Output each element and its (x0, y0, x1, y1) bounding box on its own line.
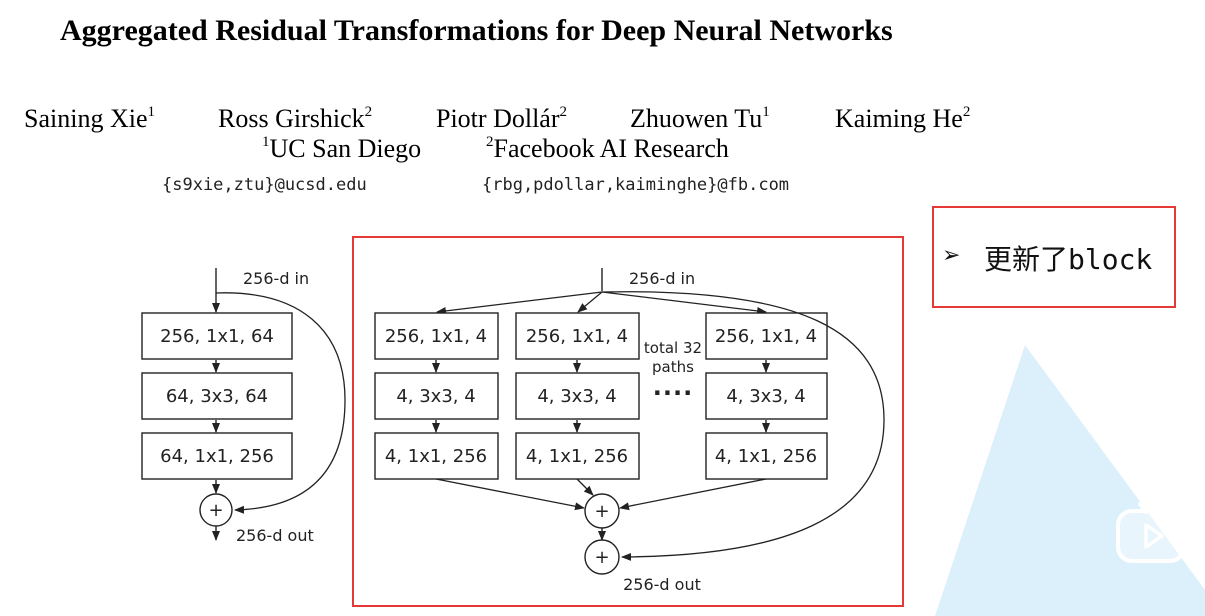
merge-arrow (619, 478, 767, 511)
resnext-shortcut-connection (601, 291, 885, 561)
paper-title: Aggregated Residual Transformations for … (60, 14, 893, 47)
resnext-add-symbol: + (594, 547, 609, 568)
path-32-layer-2-label: 4, 3x3, 4 (726, 386, 805, 407)
resnet-output-label: 256-d out (236, 526, 314, 545)
resnext-output-label: 256-d out (623, 575, 701, 594)
resnet-add-symbol: + (208, 500, 223, 521)
path-1-layer-2-label: 4, 3x3, 4 (396, 386, 475, 407)
resnet-layer-1-label: 256, 1x1, 64 (160, 326, 274, 347)
resnext-add-node (584, 539, 620, 575)
split-arrow (601, 291, 767, 315)
affiliation-ucsd: 1UC San Diego (262, 134, 422, 163)
path-32-layer-3-label: 4, 1x1, 256 (715, 446, 817, 467)
author-he: Kaiming He2 (835, 104, 971, 133)
resnet-layer-box (141, 312, 293, 360)
paths-count-note: total 32 (644, 339, 702, 357)
resnext-path-32-box (705, 372, 828, 420)
split-arrow (577, 291, 603, 313)
author-xie: Saining Xie1 (24, 104, 155, 133)
affiliation-fair: 2Facebook AI Research (486, 134, 729, 163)
highlight-box (352, 236, 904, 607)
annotation-text: 更新了block (984, 243, 1153, 276)
author-tu: Zhuowen Tu1 (630, 104, 770, 133)
resnext-input-label: 256-d in (629, 269, 695, 288)
path-1-layer-3-label: 4, 1x1, 256 (385, 446, 487, 467)
path-2-layer-1-label: 256, 1x1, 4 (526, 326, 628, 347)
resnext-path-1-box (374, 372, 499, 420)
resnet-shortcut-connection (215, 292, 346, 514)
resnet-layer-box (141, 432, 293, 480)
email-ucsd: {s9xie,ztu}@ucsd.edu (162, 175, 367, 195)
resnet-layer-2-label: 64, 3x3, 64 (166, 386, 268, 407)
resnet-block: 256-d in 256, 1x1, 64 64, 3x3, 64 64, 1x… (141, 268, 346, 545)
resnext-path-32-box (705, 312, 828, 360)
paths-ellipsis: ···· (653, 379, 693, 407)
resnet-layer-3-label: 64, 1x1, 256 (160, 446, 274, 467)
path-2-layer-2-label: 4, 3x3, 4 (537, 386, 616, 407)
play-icon[interactable] (1114, 498, 1190, 566)
resnext-path-2-box (515, 432, 640, 480)
resnext-path-2-box (515, 312, 640, 360)
author-dollar: Piotr Dollár2 (436, 104, 567, 133)
resnet-input-label: 256-d in (243, 269, 309, 288)
author-girshick: Ross Girshick2 (218, 104, 373, 133)
resnext-path-1-box (374, 312, 499, 360)
path-32-layer-1-label: 256, 1x1, 4 (715, 326, 817, 347)
split-arrow (436, 291, 603, 315)
arrow-bullet-icon: ➢ (942, 243, 961, 268)
merge-arrow (576, 478, 594, 496)
path-1-layer-1-label: 256, 1x1, 4 (385, 326, 487, 347)
resnext-path-2-box (515, 372, 640, 420)
path-2-layer-3-label: 4, 1x1, 256 (526, 446, 628, 467)
merge-arrow (435, 478, 585, 511)
resnext-path-1-box (374, 432, 499, 480)
resnext-aggregate-symbol: + (594, 501, 609, 522)
resnext-path-32-box (705, 432, 828, 480)
paths-count-note-2: paths (652, 358, 694, 376)
resnet-layer-box (141, 372, 293, 420)
email-fb: {rbg,pdollar,kaiminghe}@fb.com (482, 175, 790, 195)
annotation-box: ➢ 更新了block (932, 206, 1176, 308)
resnext-block: 256-d in 256, 1x1, 4 4, 3x3, 4 4, 1x1, 2… (352, 236, 904, 607)
